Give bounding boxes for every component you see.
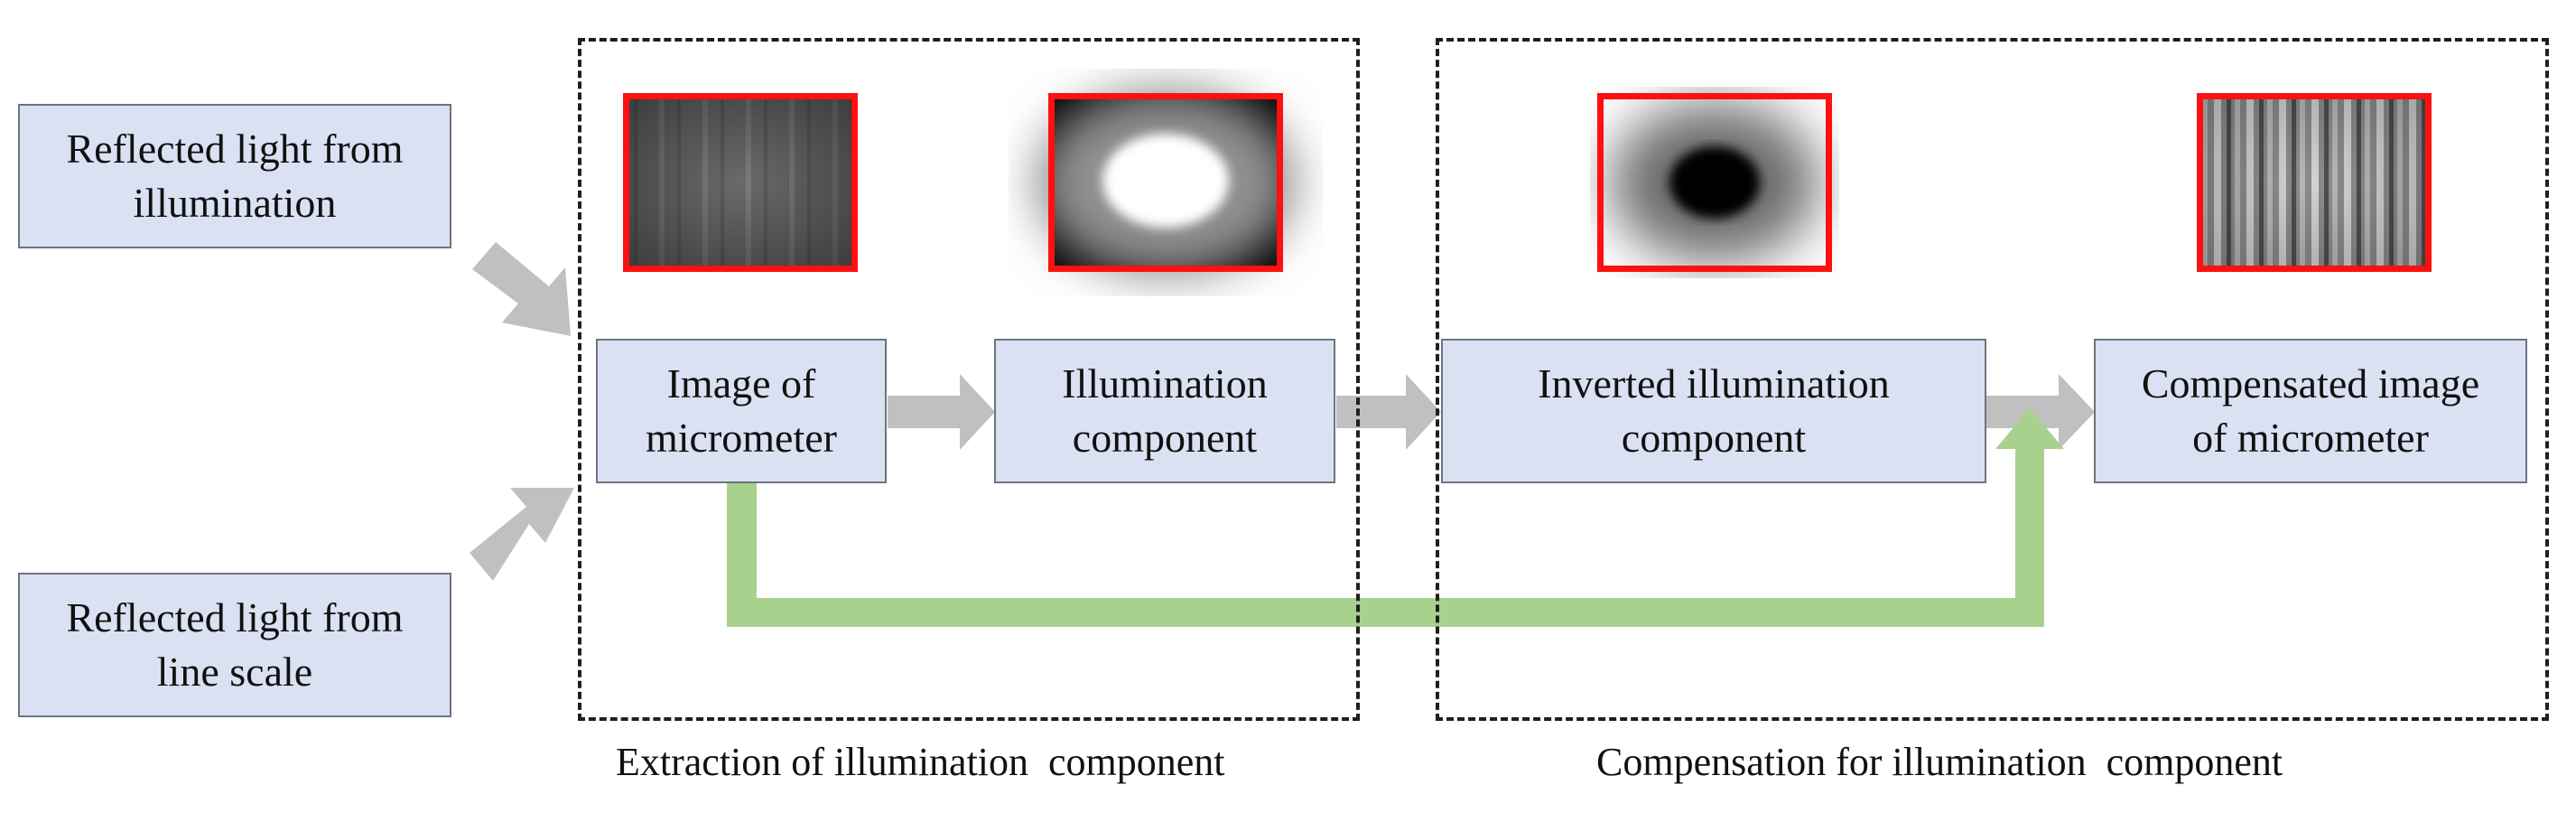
extraction-group-border <box>578 38 1360 721</box>
thumbnail-frame-micrometer <box>623 93 858 272</box>
thumbnail-micrometer-image <box>629 99 851 266</box>
thumbnail-illumination-component <box>1035 88 1297 277</box>
thumbnail-frame-inverted <box>1597 93 1832 272</box>
arrow-illumination-to-image <box>472 242 571 336</box>
arrow-image-to-compensated-green <box>727 408 2064 627</box>
image-of-micrometer-box: Image of micrometer <box>596 339 887 483</box>
arrow-illumination-to-inverted <box>1336 374 1441 450</box>
thumbnail-frame-compensated <box>2197 93 2432 272</box>
arrow-inverted-to-compensated <box>1986 374 2095 450</box>
arrow-image-to-illumination <box>888 374 995 450</box>
thumbnail-inverted-illumination <box>1604 99 1826 266</box>
compensated-image-box: Compensated image of micrometer <box>2094 339 2527 483</box>
arrow-scale-to-image <box>470 488 574 581</box>
reflected-light-illumination-box: Reflected light from illumination <box>18 104 451 248</box>
inverted-illumination-component-box: Inverted illumination component <box>1441 339 1986 483</box>
extraction-caption: Extraction of illumination component <box>616 740 1225 784</box>
thumbnail-frame-illumination <box>1048 93 1283 272</box>
thumbnail-compensated-image <box>2203 99 2425 266</box>
illumination-component-box: Illumination component <box>994 339 1335 483</box>
compensation-caption: Compensation for illumination component <box>1596 740 2283 784</box>
compensation-group-border <box>1436 38 2549 721</box>
reflected-light-line-scale-box: Reflected light from line scale <box>18 573 451 717</box>
